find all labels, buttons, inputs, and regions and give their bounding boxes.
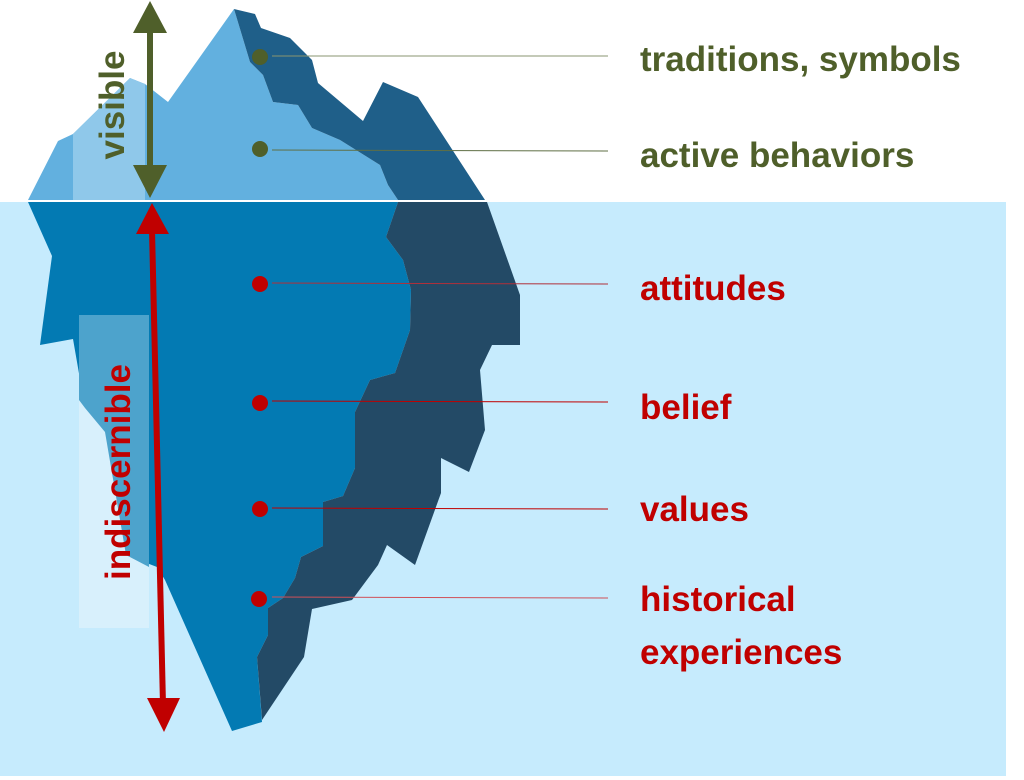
- marker-dot: [252, 395, 268, 411]
- label-experiences: experiences: [640, 633, 842, 672]
- marker-dot: [252, 501, 268, 517]
- indiscernible-arrow: [136, 203, 180, 732]
- marker-dot: [252, 276, 268, 292]
- leader-historical: [251, 591, 609, 607]
- visible-axis-label: visible: [93, 51, 132, 160]
- iceberg-base-highlight: [79, 315, 149, 567]
- label-belief: belief: [640, 388, 732, 427]
- label-attitudes: attitudes: [640, 269, 786, 308]
- label-traditions-symbols: traditions, symbols: [640, 40, 961, 79]
- leader-belief: [252, 395, 609, 411]
- label-active-behaviors: active behaviors: [640, 136, 914, 175]
- label-historical: historical: [640, 580, 796, 619]
- marker-dot: [251, 591, 267, 607]
- leader-traditions: [252, 49, 608, 65]
- iceberg-base-shadow: [257, 202, 520, 720]
- leader-behaviors: [252, 141, 609, 157]
- leader-attitudes: [252, 276, 609, 292]
- marker-dot: [252, 141, 268, 157]
- indiscernible-axis-label: indiscernible: [99, 364, 138, 580]
- iceberg-tip-shadow: [234, 9, 485, 200]
- label-values: values: [640, 490, 749, 529]
- leader-values: [252, 501, 609, 517]
- visible-arrow: [133, 1, 167, 198]
- marker-dot: [252, 49, 268, 65]
- iceberg-tip-highlight: [73, 78, 145, 200]
